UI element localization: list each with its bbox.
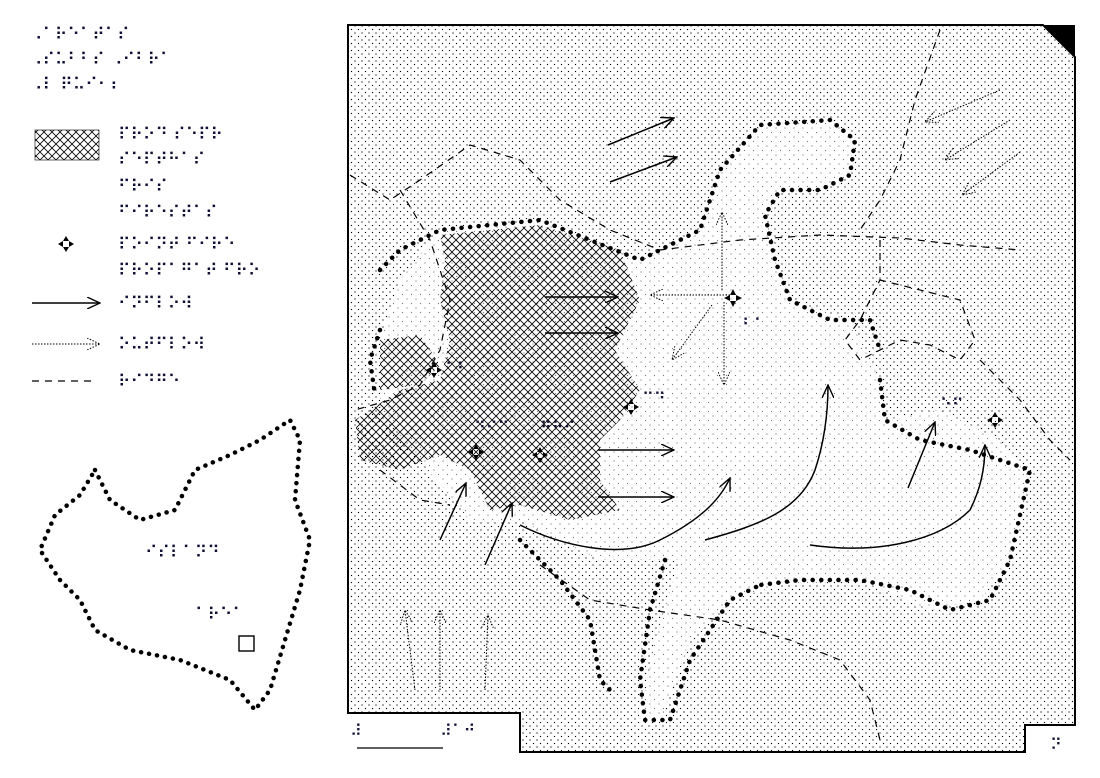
corner-triangle-icon [1043, 25, 1075, 57]
legend-dashed-label: ⠗⠊⠙⠛⠑ [118, 372, 180, 392]
inset-upper-label: ⠊⠎⠇⠁⠝⠙ [145, 543, 220, 563]
inset-location-box [238, 635, 255, 652]
legend-title-line-2: ⠠⠎⠥⠃⠃⠎ ⠠⠊⠃⠗⠁ [30, 50, 172, 70]
legend-dotted-arrow-label: ⠕⠥⠞⠋⠇⠕⠺ [118, 335, 205, 355]
legend-center-line-1: ⠏⠕⠊⠝⠞ ⠋⠊⠗⠑ [118, 235, 235, 255]
map-label-center: ⠃⠁ [742, 315, 765, 334]
map-label-patch-1: ⠙⠊⠉ [474, 418, 509, 437]
cross-star-icon [58, 236, 74, 252]
left-boundary-dotted [367, 327, 383, 398]
legend-center-line-2: ⠏⠗⠕⠏⠁⠛⠁⠞ ⠋⠗⠕ [118, 261, 260, 281]
hatched-zone [355, 225, 640, 520]
map-label-right: ⠑⠋ [940, 395, 963, 414]
legend-hatched-line-4: ⠋⠊⠗⠑⠎⠞⠁⠎ [118, 203, 218, 223]
legend-center-label: ⠏⠕⠊⠝⠞ ⠋⠊⠗⠑ ⠏⠗⠕⠏⠁⠛⠁⠞ ⠋⠗⠕ [118, 235, 260, 281]
hatched-swatch [34, 129, 100, 161]
inset-lower-label: ⠁⠗⠑⠁ [195, 605, 245, 625]
legend-solid-arrow-label: ⠊⠝⠋⠇⠕⠺ [118, 294, 193, 314]
map-label-patch-2: ⠛⠓⠊ [540, 418, 575, 437]
inflow-arrows [439, 118, 985, 566]
ridge-lines [349, 29, 1071, 741]
peninsula-boundary-dotted [517, 537, 763, 723]
north-label: ⠝ [1050, 735, 1062, 754]
legend-title-line-3: ⠠⠇ ⠟⠥⠊⠂⠆ [30, 75, 123, 95]
map-labels: ⠃⠁ ⠁⠃ ⠉⠙ ⠑⠋ ⠙⠊⠉ ⠛⠓⠊ [445, 315, 963, 437]
legend-hatched-line-2: ⠎⠑⠏⠞⠓⠁⠎ [118, 150, 205, 170]
outflow-arrows [405, 89, 1021, 691]
right-boundary-dotted [757, 377, 1033, 613]
legend-hatched-label: ⠏⠗⠕⠙ ⠎⠑⠏⠗ ⠎⠑⠏⠞⠓⠁⠎ ⠋⠗⠊⠎ ⠋⠊⠗⠑⠎⠞⠁⠎ [118, 125, 223, 223]
legend-title-line-1: ⠠⠁⠗⠑⠁⠞⠁⠎ [30, 25, 130, 45]
legend-hatched-line-1: ⠏⠗⠕⠙ ⠎⠑⠏⠗ [118, 125, 223, 145]
legend-hatched-line-3: ⠋⠗⠊⠎ [118, 177, 168, 197]
cross-star-icon [426, 289, 1003, 463]
scale-end-label: ⠼⠁⠚ [440, 721, 475, 740]
scale-start-label: ⠼ [350, 721, 362, 740]
map-label-left: ⠁⠃ [445, 359, 468, 378]
legend-title: ⠠⠁⠗⠑⠁⠞⠁⠎ ⠠⠎⠥⠃⠃⠎ ⠠⠊⠃⠗⠁ ⠠⠇ ⠟⠥⠊⠂⠆ [30, 25, 172, 95]
inset-island-outline [37, 416, 313, 714]
upper-boundary-dotted [377, 117, 883, 353]
map-label-mid: ⠉⠙ [642, 389, 665, 408]
hatched-zone-small [380, 335, 440, 390]
